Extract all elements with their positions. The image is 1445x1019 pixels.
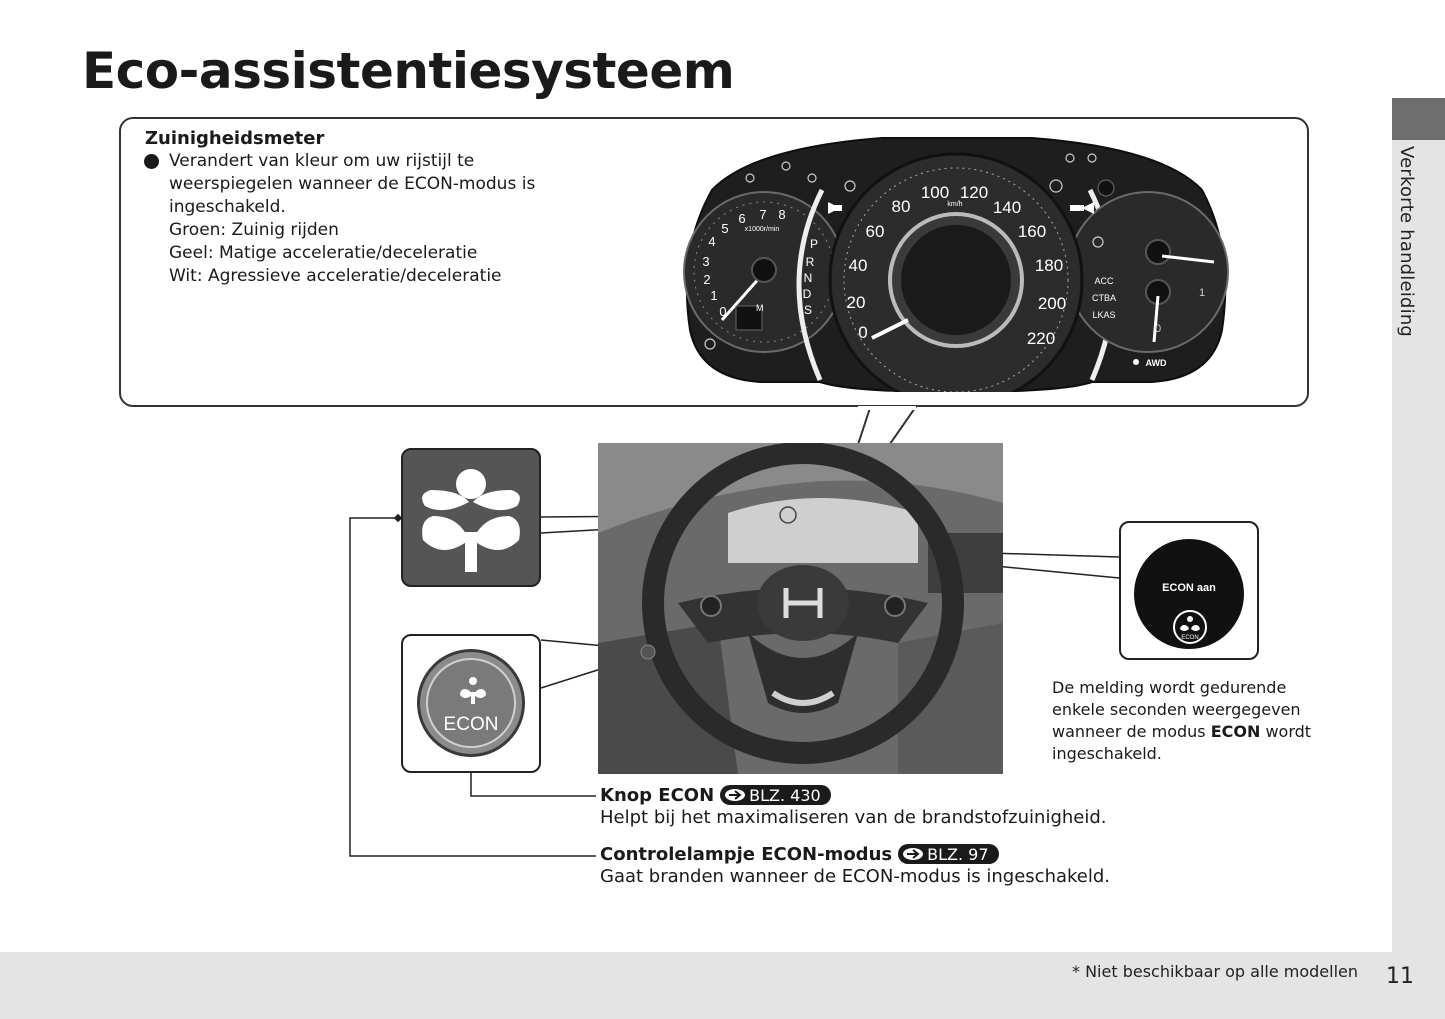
speed-tick: 60 [866,222,885,241]
note-text: wanneer de modus [1052,722,1211,741]
page-reference-text: BLZ. 430 [749,785,821,805]
rpm-tick: 0 [719,304,726,319]
speed-tick: 220 [1027,329,1055,348]
footnote: * Niet beschikbaar op alle modellen [1072,962,1359,981]
note-emphasis: ECON [1210,722,1261,741]
econ-indicator-icon-box [401,448,541,587]
econ-badge-icon: ECON [1173,610,1207,644]
bullet-icon [144,154,159,169]
econ-leaf-icon [460,677,486,704]
econ-button-label: ECON [443,714,499,735]
speed-tick: 200 [1038,294,1066,313]
gear-letter: P [810,237,818,251]
page-footer [0,952,1392,1019]
speed-tick: 140 [993,198,1021,217]
item-heading: Controlelampje ECON-modus [600,843,893,865]
section-tab-label: Verkorte handleiding [1396,146,1417,338]
right-indicator-labels: ACC CTBA LKAS [1092,276,1116,320]
speed-tick: 120 [960,183,988,202]
meter-heading: Zuinigheidsmeter [145,128,325,149]
speed-tick: 20 [847,293,866,312]
note-line: enkele seconden weergegeven [1052,700,1301,719]
meter-line: ingeschakeld. [169,197,286,217]
rpm-tick: 2 [703,272,710,287]
item-heading: Knop ECON [600,784,715,806]
gauge-mark: 1 [1199,287,1205,299]
side-strip [1392,140,1445,1019]
item-description: Gaat branden wanneer de ECON-modus is in… [600,866,1111,887]
section-tab-marker [1392,98,1445,140]
speed-tick-labels: 0 20 40 60 80 100 120 140 160 180 200 22… [847,183,1067,348]
gauge-mark: 0 [1155,323,1161,335]
gear-letter: N [804,271,813,285]
meter-description: Verandert van kleur om uw rijstijl te we… [169,150,535,288]
multi-info-display: ECON aan ECON [1134,539,1244,649]
gear-letters: P R N D S [803,237,818,317]
awd-label: AWD [1146,358,1167,368]
meter-line: Wit: Agressieve acceleratie/deceleratie [169,266,502,286]
rpm-tick: 5 [721,221,728,236]
steering-wheel-photo [598,443,1003,774]
rpm-tick: 4 [708,234,715,249]
speed-tick: 100 [921,183,949,202]
econ-leaf-icon [422,469,520,572]
meter-line: Groen: Zuinig rijden [169,220,339,240]
page-reference[interactable]: BLZ. 430 [720,785,831,805]
indicator-label: CTBA [1092,293,1116,303]
gear-letter: R [806,255,815,269]
meter-line: Geel: Matige acceleratie/deceleratie [169,243,478,263]
econ-indicator-item: Controlelampje ECON-modus BLZ. 97 Gaat b… [600,842,1111,888]
econ-button-face: ECON [426,658,516,748]
speed-tick: 160 [1018,222,1046,241]
note-line: De melding wordt gedurende [1052,678,1287,697]
note-line: ingeschakeld. [1052,744,1162,763]
econ-button-box: ECON [401,634,541,773]
econ-message-box: ECON aan ECON [1119,521,1259,660]
rpm-tick: 7 [759,207,766,222]
page-number: 11 [1386,964,1414,989]
rpm-tick: 3 [702,254,709,269]
rpm-tick: 1 [710,288,717,303]
page-reference-text: BLZ. 97 [927,844,989,864]
econ-badge-label: ECON [1181,635,1198,641]
message-note: De melding wordt gedurende enkele second… [1052,677,1311,765]
rpm-tick: 6 [738,211,745,226]
gear-letter: D [803,287,812,301]
meter-line: Verandert van kleur om uw rijstijl te [169,151,475,171]
econ-button[interactable]: ECON [417,649,525,757]
indicator-label: LKAS [1092,310,1115,320]
shift-letter: M [756,303,764,313]
gear-letter: S [804,303,812,317]
instrument-cluster: 0 20 40 60 80 100 120 140 160 180 200 22… [683,137,1229,392]
speed-unit: km/h [947,201,962,208]
econ-button-item: Knop ECON BLZ. 430 Helpt bij het maximal… [600,783,1107,829]
item-description: Helpt bij het maximaliseren van de brand… [600,807,1107,828]
speed-tick: 180 [1035,256,1063,275]
meter-line: weerspiegelen wanneer de ECON-modus is [169,174,536,194]
rpm-tick: 8 [778,207,785,222]
arrow-right-icon [725,789,746,801]
speed-tick: 0 [858,323,867,342]
speed-tick: 40 [849,256,868,275]
note-text: wordt [1260,722,1312,741]
rpm-unit: x1000r/min [745,226,780,233]
arrow-right-icon [903,848,924,860]
indicator-label: ACC [1094,276,1114,286]
rpm-tick-labels: 0 1 2 3 4 5 6 7 8 [702,207,785,319]
page-reference[interactable]: BLZ. 97 [898,844,999,864]
econ-message-text: ECON aan [1162,582,1216,594]
note-line: wanneer de modus ECON wordt [1052,721,1311,743]
page-title: Eco-assistentiesysteem [82,42,735,100]
speed-tick: 80 [892,197,911,216]
